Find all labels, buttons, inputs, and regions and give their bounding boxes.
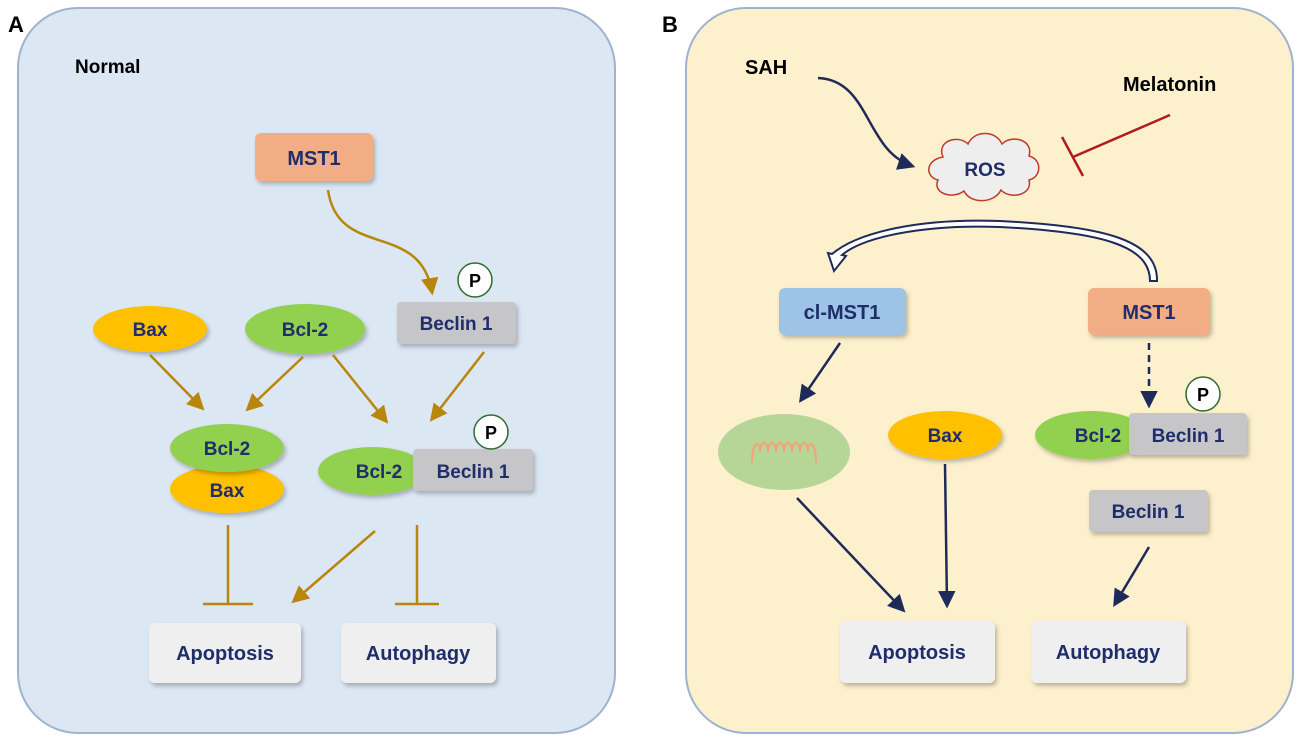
mst1-node-a xyxy=(255,133,373,181)
beclin1-node-complex-b xyxy=(1129,413,1247,455)
phosphate-circle-icon xyxy=(473,414,509,450)
autophagy-label-b: Autophagy xyxy=(1056,642,1161,664)
panel-a-condition-label: Normal xyxy=(75,57,140,78)
bcl2-node-left xyxy=(245,304,365,354)
beclin1-label-free: Beclin 1 xyxy=(1112,502,1185,523)
inhibit-bax-complex-apoptosis xyxy=(203,525,253,606)
phosphate-circle-icon xyxy=(1185,376,1221,412)
beclin1-node-complex xyxy=(413,449,533,491)
arrow-sah-to-ros xyxy=(817,76,916,170)
autophagy-label-a: Autophagy xyxy=(366,643,471,665)
inhibit-melatonin-ros xyxy=(1060,113,1171,177)
phospho-label-complex: P xyxy=(485,423,497,443)
arrow-beclin1-to-autophagy xyxy=(1113,546,1151,608)
phosphate-circle-icon xyxy=(457,262,493,298)
panel-b-background xyxy=(685,7,1294,734)
autophagy-box-a xyxy=(341,623,496,683)
hollow-arrow-mst1-to-clmst1 xyxy=(826,219,1159,282)
arrow-bcl2-to-bax-complex xyxy=(245,356,304,412)
bax-node-b xyxy=(888,411,1002,459)
bax-label-b: Bax xyxy=(928,426,963,447)
mitochondria-icon xyxy=(718,414,850,490)
bcl2-label-b: Bcl-2 xyxy=(1075,426,1121,447)
arrow-beclin-complex-apoptosis xyxy=(291,530,376,604)
ros-cloud-icon xyxy=(928,132,1040,202)
arrow-mst1-to-beclin1 xyxy=(326,189,439,296)
bax-node-left xyxy=(93,306,207,352)
beclin1-node-free xyxy=(1089,490,1208,532)
bcl2-node-b xyxy=(1035,411,1147,459)
bax-label-left: Bax xyxy=(133,320,168,341)
panel-b-letter: B xyxy=(662,12,678,37)
cl-mst1-node xyxy=(779,288,906,335)
melatonin-label: Melatonin xyxy=(1123,74,1216,96)
beclin1-label-top: Beclin 1 xyxy=(420,314,493,335)
bcl2-label-beclin-complex: Bcl-2 xyxy=(356,462,402,483)
mst1-node-b xyxy=(1088,288,1210,335)
beclin1-label-complex: Beclin 1 xyxy=(437,462,510,483)
beclin1-node-top xyxy=(397,302,516,344)
arrow-mitochondria-to-apoptosis xyxy=(796,497,906,613)
panel-a-letter: A xyxy=(8,12,24,37)
apoptosis-label-a: Apoptosis xyxy=(176,643,274,665)
apoptosis-box-a xyxy=(149,623,301,683)
inhibit-beclin-complex-autophagy xyxy=(395,525,439,606)
bax-label-complex: Bax xyxy=(210,481,245,502)
cl-mst1-label: cl-MST1 xyxy=(804,302,881,324)
sah-label: SAH xyxy=(745,57,787,79)
bcl2-node-beclin-complex xyxy=(318,447,426,495)
beclin1-label-complex-b: Beclin 1 xyxy=(1152,426,1225,447)
mst1-label-b: MST1 xyxy=(1122,302,1175,324)
bcl2-label-complex: Bcl-2 xyxy=(204,439,250,460)
apoptosis-label-b: Apoptosis xyxy=(868,642,966,664)
bcl2-label-left: Bcl-2 xyxy=(282,320,328,341)
bcl2-node-complex xyxy=(170,424,284,472)
apoptosis-box-b xyxy=(840,621,995,683)
mst1-label-a: MST1 xyxy=(287,148,340,170)
arrow-beclin1-to-beclin-complex xyxy=(429,351,485,422)
ros-label: ROS xyxy=(964,160,1005,181)
arrow-bax-to-apoptosis xyxy=(938,463,956,609)
phospho-label-top: P xyxy=(469,271,481,291)
arrow-clmst1-to-mitochondria xyxy=(799,342,842,403)
arrow-bax-to-complex xyxy=(149,354,205,411)
panel-a-background xyxy=(17,7,616,734)
autophagy-box-b xyxy=(1031,621,1186,683)
bax-node-complex xyxy=(170,465,284,513)
arrow-bcl2-to-beclin-complex xyxy=(332,354,389,424)
phospho-label-b: P xyxy=(1197,385,1209,405)
